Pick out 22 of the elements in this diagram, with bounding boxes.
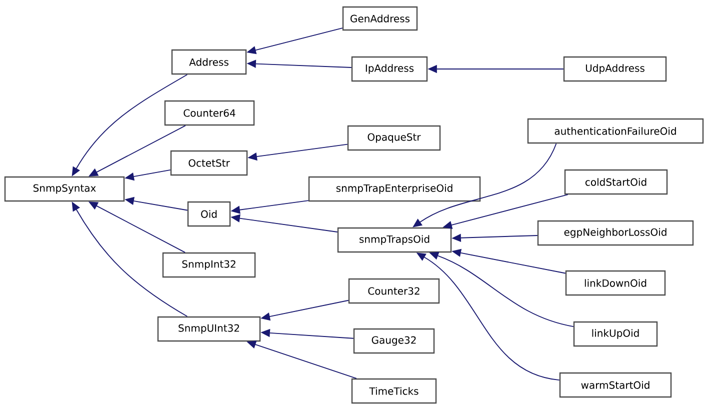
class-box: SnmpUInt32: [157, 316, 261, 342]
class-box: Counter32: [348, 278, 440, 304]
class-box: authenticationFailureOid: [527, 118, 704, 144]
class-box: linkDownOid: [565, 270, 666, 296]
class-box: SnmpInt32: [162, 252, 256, 278]
class-box: Oid: [187, 201, 231, 227]
class-box: snmpTrapsOid: [337, 227, 452, 253]
class-box: Address: [171, 49, 247, 75]
class-box: warmStartOid: [559, 372, 672, 398]
class-box: GenAddress: [342, 6, 418, 31]
class-box: OctetStr: [170, 150, 248, 176]
class-box: Counter64: [164, 100, 255, 126]
class-box: snmpTrapEnterpriseOid: [308, 176, 481, 202]
class-box: SnmpSyntax: [4, 176, 125, 202]
class-box: UdpAddress: [563, 56, 667, 82]
class-box: Gauge32: [353, 328, 435, 354]
class-box: TimeTicks: [351, 378, 437, 404]
class-box: IpAddress: [351, 56, 428, 82]
class-box: coldStartOid: [564, 169, 668, 195]
class-box: OpaqueStr: [347, 125, 441, 151]
class-box: egpNeighborLossOid: [537, 220, 694, 246]
class-box: linkUpOid: [573, 321, 658, 347]
